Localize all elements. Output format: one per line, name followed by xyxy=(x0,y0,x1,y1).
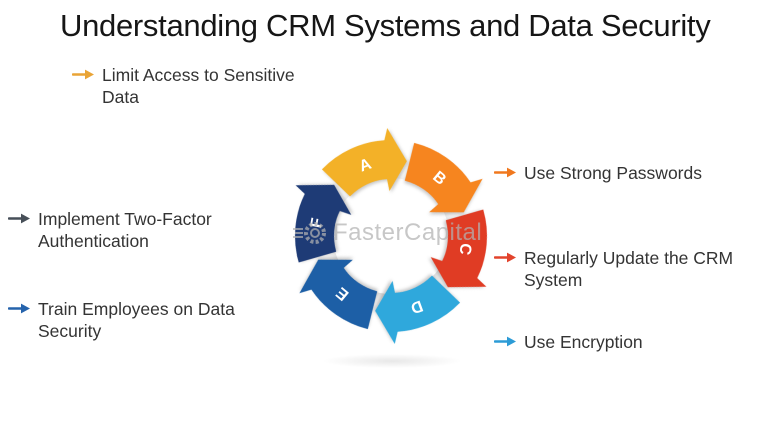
right-arrow-icon xyxy=(7,212,31,225)
label-two-factor: Implement Two-Factor Authentication xyxy=(7,208,238,252)
label-text: Train Employees on Data Security xyxy=(38,299,235,342)
label-strong-passwords: Use Strong Passwords xyxy=(493,162,754,184)
right-arrow-icon xyxy=(71,68,95,81)
page-title: Understanding CRM Systems and Data Secur… xyxy=(60,8,711,43)
label-encryption: Use Encryption xyxy=(493,331,754,353)
label-text: Regularly Update the CRM System xyxy=(524,248,734,291)
right-arrow-icon xyxy=(493,251,517,264)
right-arrow-icon xyxy=(493,166,517,179)
cycle-segment-C: C xyxy=(430,209,487,288)
label-update-crm: Regularly Update the CRM System xyxy=(493,247,742,291)
cycle-segment-B: B xyxy=(404,142,483,213)
label-text: Use Strong Passwords xyxy=(524,163,702,183)
wheel-ground-shadow xyxy=(303,352,481,370)
label-limit-access: Limit Access to Sensitive Data xyxy=(71,64,307,108)
segment-letter-C: C xyxy=(455,242,474,257)
segment-letter-D: D xyxy=(408,297,425,317)
right-arrow-icon xyxy=(493,335,517,348)
cycle-hub-circle xyxy=(333,178,449,294)
label-text: Use Encryption xyxy=(524,332,643,352)
right-arrow-icon xyxy=(7,302,31,315)
cycle-segment-E: E xyxy=(299,259,378,330)
label-text: Implement Two-Factor Authentication xyxy=(38,209,212,252)
label-text: Limit Access to Sensitive Data xyxy=(102,65,295,108)
cycle-segment-D: D xyxy=(375,275,461,344)
label-train-employees: Train Employees on Data Security xyxy=(7,298,256,342)
cycle-segment-A: A xyxy=(321,128,407,197)
